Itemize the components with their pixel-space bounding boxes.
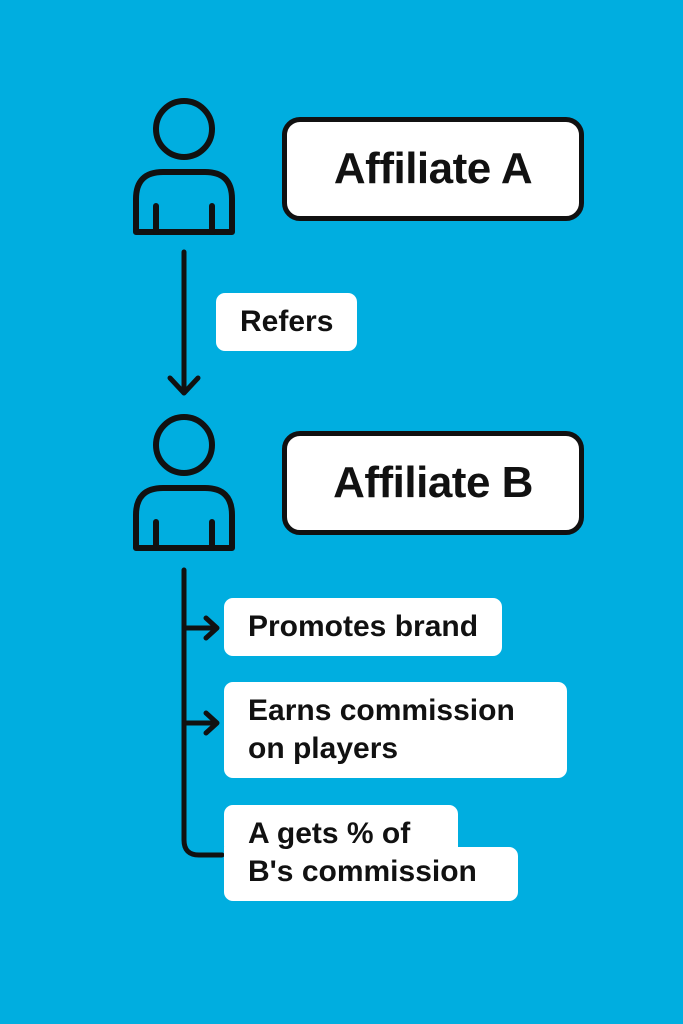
outcome-share-box-top [224,805,458,855]
branch-arrow-2-head [203,710,220,736]
affiliate-b-box: Affiliate B [282,431,584,535]
refers-arrow-head [167,375,201,396]
outcome-share-text: A gets % of B's commission [248,815,477,891]
outcome-trunk [181,567,225,858]
outcome-line: A gets % of [248,817,411,850]
branch-arrow-1-head [203,615,220,641]
outcome-line: Earns commission [248,694,515,727]
affiliate-b-label: Affiliate B [333,458,533,507]
person-icon [133,98,235,235]
outcome-line: Promotes brand [248,610,479,643]
affiliate-a-label: Affiliate A [333,144,533,193]
outcome-share-box-bottom [224,847,518,901]
outcome-line: B's commission [248,855,477,888]
outcome-line: on players [248,732,399,765]
refers-tag: Refers [216,293,358,351]
person-icon [133,414,235,551]
refers-label: Refers [240,305,334,338]
outcome-promotes-brand: Promotes brand [224,598,503,656]
affiliate-a-box: Affiliate A [282,117,584,221]
outcome-earns-commission: Earns commission on players [224,682,567,778]
